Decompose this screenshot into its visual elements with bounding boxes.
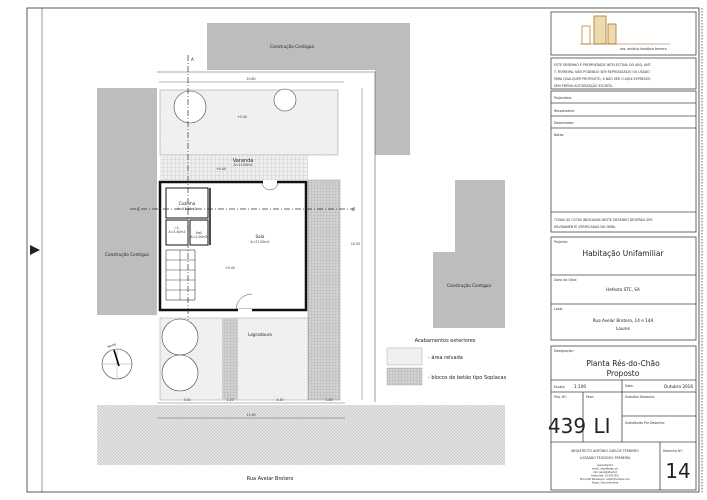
svg-text:PARA QUALQUER PROPÓSITO, A NÃO: PARA QUALQUER PROPÓSITO, A NÃO SER O AQU…	[554, 76, 651, 81]
projectista-label: Projectista:	[554, 96, 572, 100]
author-contacts: ARQUITECTO ANTÓNIO CARLOS TERREIRO LOGRA…	[571, 448, 639, 485]
escala-label: Escala:	[554, 385, 565, 389]
varanda-paving	[160, 155, 308, 180]
svg-text:ESTE DESENHO É PROPRIEDADE INT: ESTE DESENHO É PROPRIEDADE INTELECTUAL D…	[554, 62, 651, 67]
fase-label: Fase:	[586, 395, 594, 399]
paved-strip	[307, 179, 341, 401]
neighbor-label-right: Construção Contígua	[447, 283, 491, 288]
scale-value: 1:100	[574, 384, 586, 389]
room-label-logradouro: Logradouro	[248, 332, 272, 337]
street-label: Rua Avelar Brotero	[247, 476, 294, 482]
svg-text:A=2.00m2: A=2.00m2	[190, 235, 207, 239]
north-label: Norte	[107, 342, 117, 349]
section-marker-c-right: C	[352, 207, 355, 212]
section-marker-c-left: C	[137, 207, 140, 212]
sheet-border	[26, 7, 700, 493]
svg-text:A=37.00m2: A=37.00m2	[250, 240, 269, 244]
svg-text:DEVIDAMENTE VERIFICADAS NA OBR: DEVIDAMENTE VERIFICADAS NA OBRA.	[554, 225, 616, 229]
neighbor-building-left	[97, 88, 157, 315]
svg-text:1.10: 1.10	[226, 398, 233, 402]
room-label-hall: Hall	[196, 231, 202, 235]
svg-text:mbl: geral@atopf.pt: mbl: geral@atopf.pt	[593, 471, 617, 474]
front-path	[222, 318, 238, 400]
legend-label-lawn: - área relvada	[428, 354, 463, 361]
street-area	[97, 405, 505, 465]
tree-icons	[161, 88, 297, 392]
project-number: 439	[548, 414, 586, 438]
logo	[580, 15, 670, 45]
dimension-lines	[157, 81, 363, 419]
date-value: Outubro 2016	[664, 384, 693, 389]
desenho-label: Desenho Nº:	[663, 449, 683, 453]
svg-text:Proposto: Proposto	[607, 369, 640, 378]
logo-text: arq. antónio teodósio ferreira	[620, 47, 667, 51]
projecto-label: Projecto:	[554, 240, 568, 244]
dono-label: Dono da Obra:	[554, 278, 577, 282]
room-label-sala: Sala	[256, 234, 265, 239]
room-label-is: I.S.	[175, 226, 180, 230]
dimension-top: 10.60	[246, 77, 255, 81]
svg-text:1.00: 1.00	[325, 398, 332, 402]
level-mark: +0.40	[237, 115, 247, 119]
phase-value: LI	[593, 414, 610, 438]
svg-text:4.45: 4.45	[276, 398, 283, 402]
drawing-number: 14	[665, 459, 690, 483]
substitui-label: Substitui Desenho:	[625, 395, 655, 399]
svg-text:www.atopf.pt: www.atopf.pt	[597, 464, 613, 467]
svg-text:A=3.40m2: A=3.40m2	[168, 230, 185, 234]
svg-text:T. FERREIRA, NÃO PODENDO SER R: T. FERREIRA, NÃO PODENDO SER REPRODUZIDO…	[553, 69, 650, 74]
center-mark-icon	[30, 245, 40, 255]
copyright-notice: ESTE DESENHO É PROPRIEDADE INTELECTUAL D…	[553, 62, 651, 88]
svg-text:SEM PRÉVIA AUTORIZAÇÃO ESCRITA: SEM PRÉVIA AUTORIZAÇÃO ESCRITA.	[554, 83, 613, 88]
svg-text:Microsoft Messenger: atopf@hot: Microsoft Messenger: atopf@hotmail.com	[580, 478, 630, 481]
svg-text:LOGRADO TEODÓSIO FERREIRA: LOGRADO TEODÓSIO FERREIRA	[580, 455, 631, 460]
room-label-varanda: Varanda	[233, 158, 254, 164]
svg-text:Skype: antonioferreira: Skype: antonioferreira	[592, 482, 619, 485]
location-value: Rua Avelar Brotero, 14 e 14A	[593, 318, 654, 323]
room-label-cozinha: Cozinha	[179, 201, 196, 206]
notes-footer: TODAS AS COTAS INDICADAS NESTE DESENHO D…	[553, 217, 653, 222]
neighbor-label-top: Construção Contígua	[270, 44, 314, 49]
substituido-label: Substituído Por Desenho:	[625, 421, 665, 425]
proj-label: Proj. Nº:	[554, 395, 567, 399]
north-arrow-icon	[101, 348, 133, 380]
legend: Acabamentos exteriores - área relvada - …	[386, 338, 507, 386]
level-mark: +0.40	[216, 167, 226, 171]
neighbor-label-left: Construção Contígua	[105, 252, 149, 257]
data-label: Data:	[625, 384, 634, 388]
owner-value: Hefesto STC, SA	[606, 287, 640, 292]
responsavel-label: Responsável:	[554, 109, 575, 113]
legend-label-blocks: - blocos de betão tipo Soplacas	[428, 375, 507, 381]
neighbor-building-right	[433, 180, 505, 328]
local-label: Local:	[554, 307, 563, 311]
section-marker-a: A	[191, 57, 194, 62]
notas-label: Notas:	[554, 133, 564, 137]
neighbor-building-top	[207, 23, 410, 155]
svg-text:telemóvel: 91 000 000: telemóvel: 91 000 000	[591, 475, 619, 478]
svg-text:ARQUITECTO ANTÓNIO CARLOS TERR: ARQUITECTO ANTÓNIO CARLOS TERREIRO	[571, 448, 639, 453]
legend-swatch-lawn	[386, 347, 423, 366]
dimension-depth: 10.50	[351, 242, 360, 246]
svg-text:A=13.00m2: A=13.00m2	[233, 163, 252, 167]
svg-text:3.00: 3.00	[183, 398, 190, 402]
legend-title: Acabamentos exteriores	[415, 338, 476, 344]
legend-swatch-blocks	[386, 367, 423, 386]
svg-text:A=11.50m2: A=11.50m2	[177, 207, 196, 211]
project-title: Habitação Unifamiliar	[582, 249, 664, 258]
dimension-bottom: 11.00	[246, 413, 255, 417]
designacao-label: Designação:	[554, 349, 574, 353]
desenhador-label: Desenhador:	[554, 121, 574, 125]
drawing-title: Planta Rés-do-Chão	[586, 359, 660, 368]
title-block	[550, 11, 697, 491]
svg-text:Loures: Loures	[616, 326, 630, 331]
level-mark: +0.45	[225, 266, 235, 270]
svg-text:email: atopf@sapo.pt: email: atopf@sapo.pt	[592, 468, 618, 471]
